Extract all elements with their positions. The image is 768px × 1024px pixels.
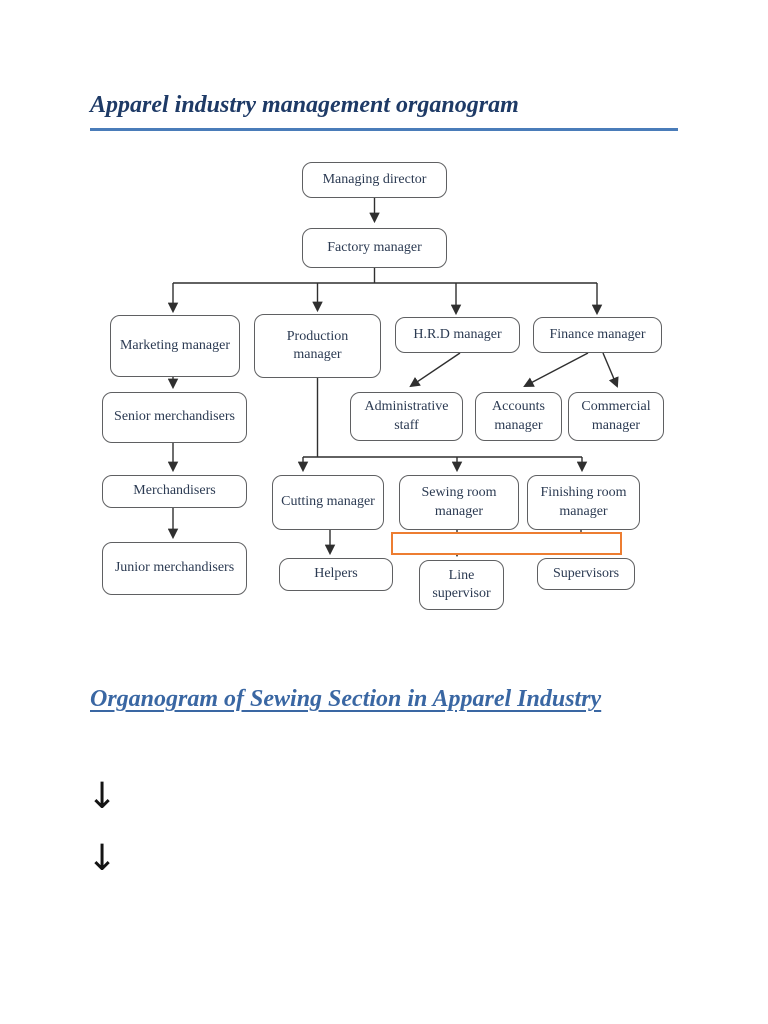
node-managing-director: Managing director (302, 162, 447, 198)
node-administrative-staff: Administrative staff (350, 392, 463, 441)
node-supervisors: Supervisors (537, 558, 635, 590)
node-senior-merchandisers: Senior merchandisers (102, 392, 247, 443)
node-helpers: Helpers (279, 558, 393, 591)
down-arrow-icon: ↓ (87, 838, 118, 879)
node-commercial-manager: Commercial manager (568, 392, 664, 441)
node-finance-manager: Finance manager (533, 317, 662, 353)
down-arrow-icon: ↓ (87, 776, 118, 817)
node-line-supervisor: Line supervisor (419, 560, 504, 610)
page-title: Apparel industry management organogram (90, 92, 678, 131)
node-sewing-room-manager: Sewing room manager (399, 475, 519, 530)
node-accounts-manager: Accounts manager (475, 392, 562, 441)
node-hrd-manager: H.R.D manager (395, 317, 520, 353)
node-factory-manager: Factory manager (302, 228, 447, 268)
node-marketing-manager: Marketing manager (110, 315, 240, 377)
node-production-manager: Production manager (254, 314, 381, 378)
node-junior-merchandisers: Junior merchandisers (102, 542, 247, 595)
section-title: Organogram of Sewing Section in Apparel … (90, 686, 602, 712)
node-finishing-room-manager: Finishing room manager (527, 475, 640, 530)
node-merchandisers: Merchandisers (102, 475, 247, 508)
node-cutting-manager: Cutting manager (272, 475, 384, 530)
highlight-rect (391, 532, 622, 555)
